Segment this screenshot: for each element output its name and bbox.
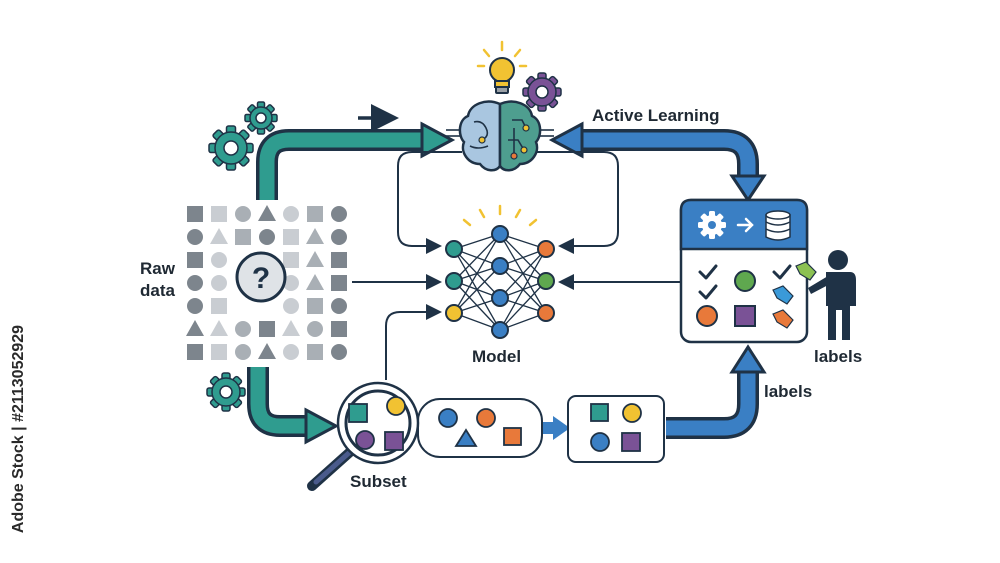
raw-data-shape [187,344,203,360]
raw-data-shape [307,321,323,337]
raw-data-label-line2: data [140,281,175,300]
raw-data-shape [283,344,299,360]
teal-flow-bottom [247,367,340,445]
raw-data-shape [259,229,275,245]
gear-icon [208,125,254,171]
labels-flow-label: labels [764,382,813,401]
raw-data-grid [186,205,347,360]
raw-data-shape [331,298,347,314]
watermark-side-text: Adobe Stock | #2113052929 [10,324,27,534]
raw-data-shape [235,344,251,360]
raw-data-shape [306,274,324,290]
raw-data-shape [283,275,299,291]
question-mark-icon: ? [235,251,287,303]
raw-data-shape [258,205,276,221]
gear-icon [206,372,246,412]
labeling-panel [679,198,817,344]
raw-data-shape [187,252,203,268]
database-icon [765,210,791,241]
checkmark-icon [698,264,718,280]
raw-data-shape [211,206,227,222]
subset-pool [417,398,543,458]
checkmark-icon [772,264,792,280]
raw-data-shape [331,252,347,268]
checkmark-icon [698,284,718,300]
magnifier-icon [307,381,420,491]
tag-icon [795,261,817,281]
labels-person-label: labels [814,347,863,366]
raw-data-shape [210,228,228,244]
subset-label: Subset [350,472,407,491]
blue-arrow-subset-to-selection [541,416,570,440]
blue-flow-active-learning [548,121,767,203]
thin-arrows [352,104,680,380]
raw-data-shape [283,298,299,314]
lightbulb-icon [476,40,528,94]
raw-data-shape [307,298,323,314]
brain-icon [446,100,554,172]
raw-data-shape [306,228,324,244]
raw-data-shape [211,298,227,314]
raw-data-shape [235,229,251,245]
raw-data-shape [331,321,347,337]
raw-data-shape [331,206,347,222]
raw-data-shape [187,206,203,222]
raw-data-shape [187,275,203,291]
raw-data-shape [307,206,323,222]
raw-data-shape [331,344,347,360]
gear-icon [522,72,562,112]
neural-network-icon [445,204,555,339]
raw-data-shape [211,275,227,291]
raw-data-shape [331,229,347,245]
raw-data-shape [211,344,227,360]
raw-data-shape [306,251,324,267]
selected-samples-box [567,395,665,463]
raw-data-shape [187,298,203,314]
active-learning-label: Active Learning [592,106,720,125]
model-label: Model [472,347,522,366]
gear-icon [244,101,278,135]
raw-data-shape [307,344,323,360]
svg-text:?: ? [252,262,270,295]
raw-data-label-line1: Raw [140,259,175,278]
raw-data-shape [283,252,299,268]
raw-data-shape [210,320,228,336]
raw-data-shape [331,275,347,291]
raw-data-shape [283,229,299,245]
tag-icon [772,285,794,305]
settings-hand-icon [698,211,726,239]
tag-icon [772,309,794,329]
raw-data-shape [186,320,204,336]
raw-data-shape [235,321,251,337]
teal-flow-top [256,121,456,200]
raw-data-shape [235,206,251,222]
raw-data-shape [259,321,275,337]
person-icon [808,250,856,340]
raw-data-shape [211,252,227,268]
raw-data-shape [187,229,203,245]
raw-data-shape [283,206,299,222]
raw-data-shape [282,320,300,336]
raw-data-shape [258,343,276,359]
blue-flow-labels [666,344,767,439]
